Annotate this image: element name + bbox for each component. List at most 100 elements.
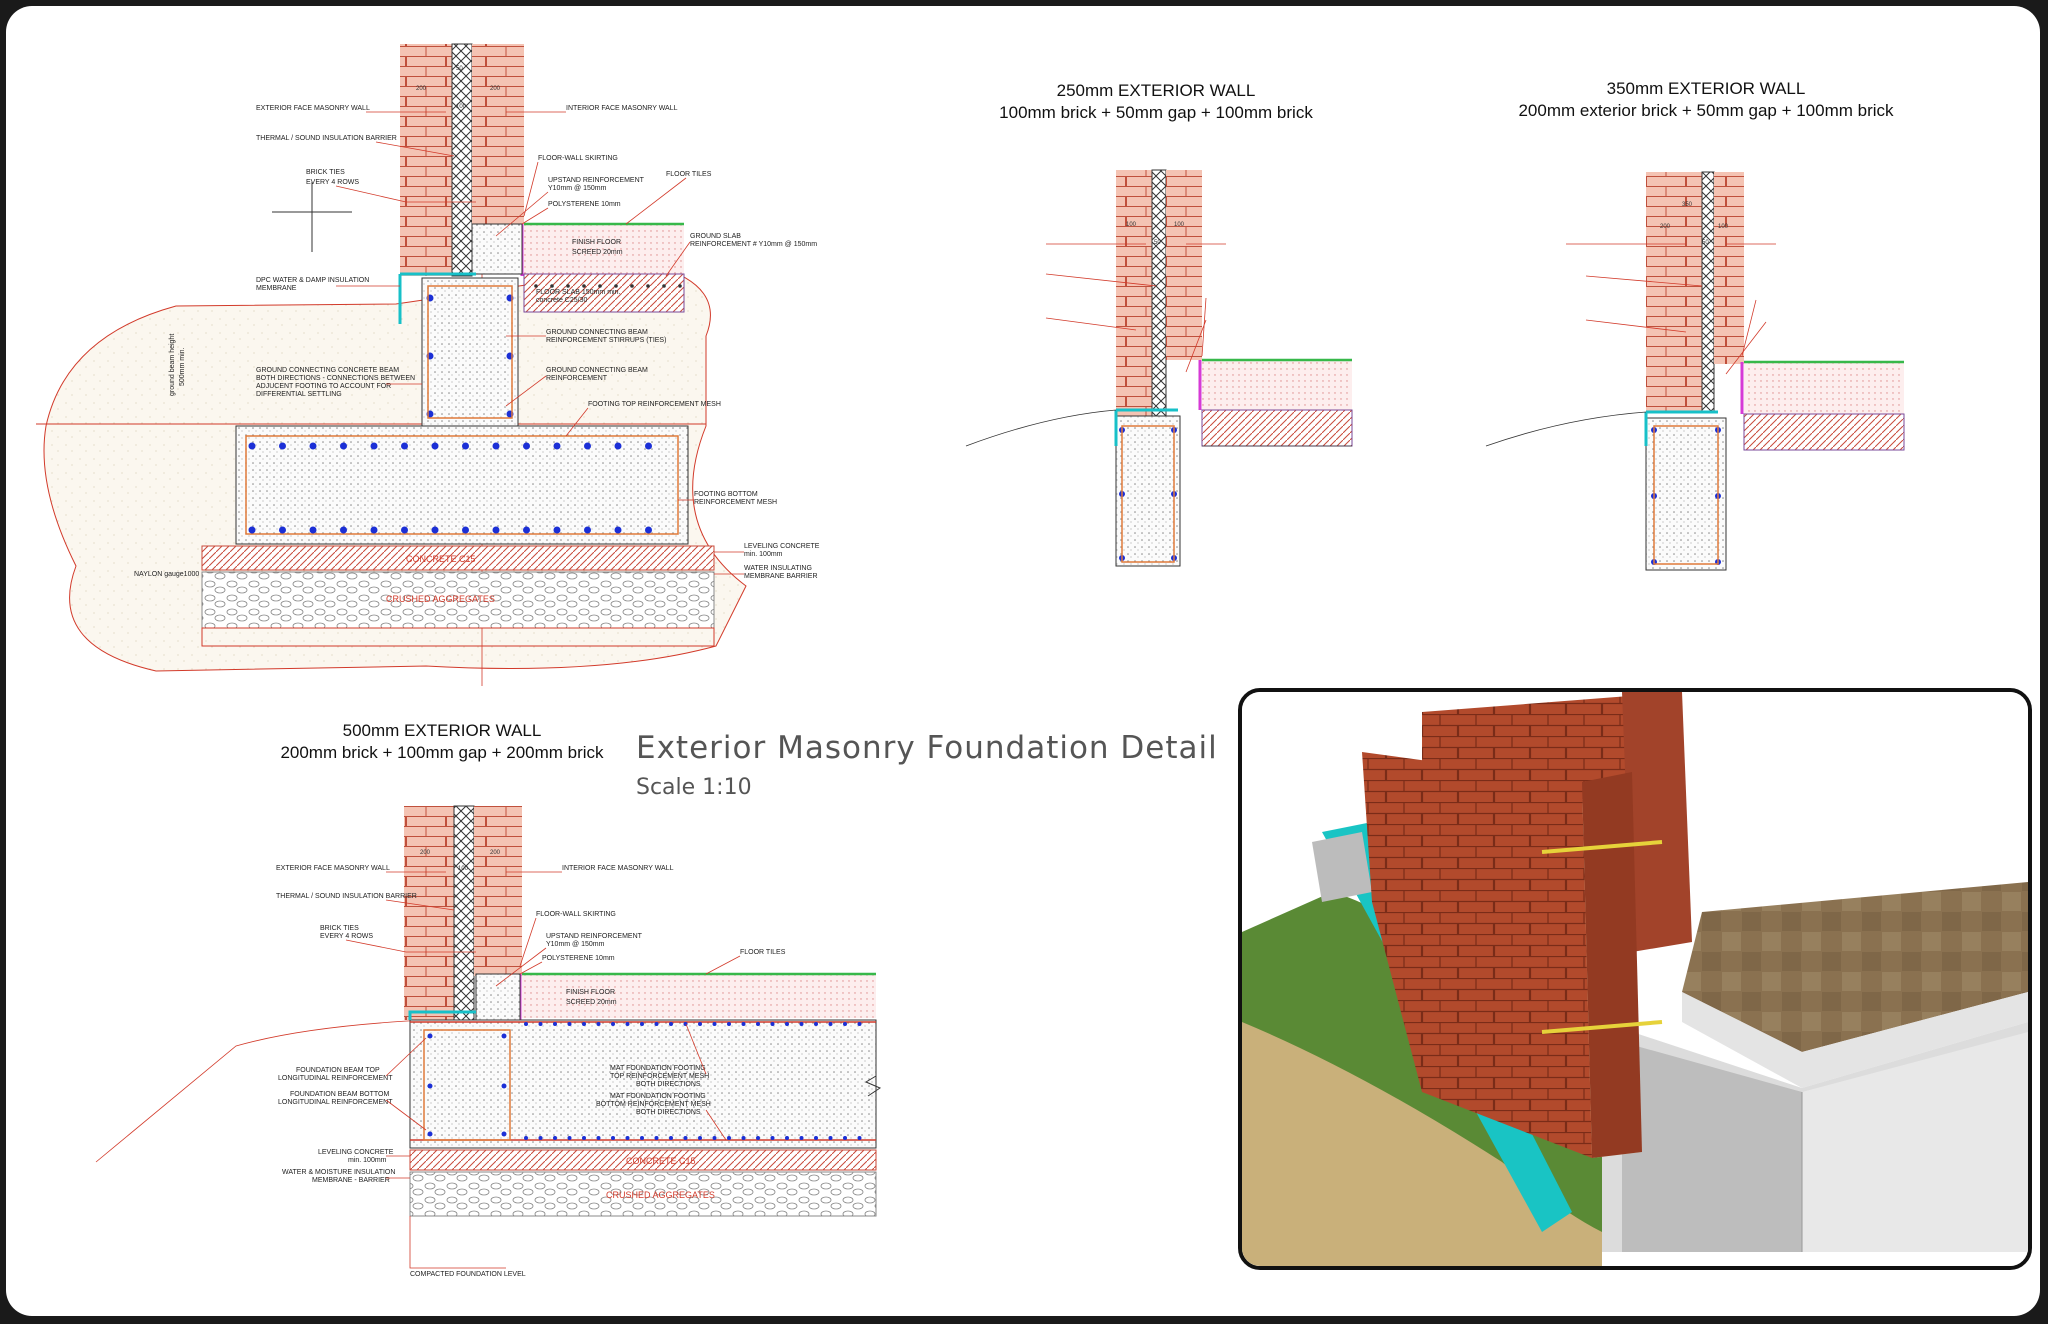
rebar-dot (370, 442, 378, 450)
svg-text:WATER INSULATING: WATER INSULATING (744, 565, 812, 572)
detail-250-title: 250mm EXTERIOR WALL (1057, 81, 1256, 100)
svg-text:FLOOR TILES: FLOOR TILES (666, 171, 712, 178)
svg-text:THERMAL / SOUND INSULATION BAR: THERMAL / SOUND INSULATION BARRIER (256, 135, 397, 142)
svg-text:BOTH DIRECTIONS - CONNECTIONS: BOTH DIRECTIONS - CONNECTIONS BETWEEN (256, 375, 415, 382)
stirrup (423, 1029, 511, 1141)
detail-350-subtitle: 200mm exterior brick + 50mm gap + 100mm … (1518, 101, 1894, 120)
detail-500-title: 500mm EXTERIOR WALL (343, 721, 542, 740)
rebar-dot (538, 1136, 543, 1140)
stirrup (1653, 425, 1719, 565)
rebar-dot (309, 526, 317, 534)
svg-text:EVERY 4 ROWS: EVERY 4 ROWS (320, 933, 373, 940)
svg-text:LEVELING CONCRETE: LEVELING CONCRETE (318, 1149, 394, 1156)
detail-250-subtitle: 100mm brick + 50mm gap + 100mm brick (999, 103, 1313, 122)
rebar-dot (698, 1136, 702, 1140)
svg-text:Y10mm @ 150mm: Y10mm @ 150mm (546, 941, 605, 948)
rebar-dot (654, 1136, 659, 1140)
rebar-dot (828, 1022, 833, 1026)
svg-text:50: 50 (1702, 240, 1709, 246)
svg-text:GROUND CONNECTING BEAM: GROUND CONNECTING BEAM (546, 367, 648, 374)
rebar-dot (611, 1022, 615, 1026)
rebar-dot (814, 1136, 818, 1140)
svg-text:200: 200 (420, 850, 431, 856)
rebar-dot (523, 442, 530, 450)
svg-text:50: 50 (1154, 240, 1161, 246)
stirrup (1121, 425, 1175, 563)
svg-text:EXTERIOR FACE MASONRY WALL: EXTERIOR FACE MASONRY WALL (276, 865, 390, 872)
rebar-dot (462, 442, 469, 450)
svg-text:MAT FOUNDATION FOOTING: MAT FOUNDATION FOOTING (610, 1065, 706, 1072)
rebar-dot (770, 1022, 775, 1026)
svg-text:SCREED 20mm: SCREED 20mm (572, 249, 623, 256)
rebar-dot (741, 1022, 746, 1026)
rebar-dot (340, 442, 347, 450)
svg-text:MAT FOUNDATION FOOTING: MAT FOUNDATION FOOTING (610, 1093, 706, 1100)
svg-text:BRICK TIES: BRICK TIES (306, 169, 345, 176)
dim-label: 100 (456, 104, 467, 110)
svg-text:MEMBRANE BARRIER: MEMBRANE BARRIER (744, 573, 818, 580)
rebar-dot (567, 1136, 572, 1140)
svg-text:INTERIOR FACE MASONRY WALL: INTERIOR FACE MASONRY WALL (566, 105, 678, 112)
rebar-dot (843, 1136, 847, 1140)
rebar-dot (727, 1136, 731, 1140)
rebar-dot (584, 442, 591, 450)
rebar-dot (799, 1136, 804, 1140)
rebar-dot (814, 1022, 818, 1026)
svg-text:concrete C25/30: concrete C25/30 (536, 297, 587, 304)
rebar-dot (279, 442, 286, 450)
rebar-dot (524, 1136, 528, 1140)
svg-text:MEMBRANE: MEMBRANE (256, 285, 297, 292)
rebar-dot (427, 1083, 433, 1089)
svg-text:BRICK TIES: BRICK TIES (320, 925, 359, 932)
sheet-title: Exterior Masonry Foundation Detail (636, 730, 1218, 766)
drawing-sheet: 200 50 200 100 200 CONCRETE C15 CRUSHED … (6, 6, 2040, 1316)
rebar-dot (645, 526, 652, 534)
detail-500-subtitle: 200mm brick + 100mm gap + 200mm brick (280, 743, 604, 762)
rebar-dot (712, 1136, 717, 1140)
svg-text:500mm min.: 500mm min. (179, 347, 186, 386)
rebar-dot (596, 1136, 601, 1140)
svg-text:FINISH FLOOR: FINISH FLOOR (566, 989, 615, 996)
svg-text:LONGITUDINAL REINFORCEMENT: LONGITUDINAL REINFORCEMENT (278, 1075, 393, 1082)
rebar-dot (625, 1136, 630, 1140)
rebar-dot (492, 526, 500, 534)
rebar-dot (553, 1022, 557, 1026)
rebar-dot (427, 1131, 433, 1137)
rebar-dot (462, 526, 469, 534)
render-soil (1242, 1022, 1602, 1266)
svg-text:INTERIOR FACE MASONRY WALL: INTERIOR FACE MASONRY WALL (562, 865, 674, 872)
svg-text:200: 200 (490, 850, 501, 856)
rebar-dot (553, 1136, 557, 1140)
svg-text:CONCRETE C15: CONCRETE C15 (626, 1156, 696, 1166)
svg-text:350: 350 (1682, 202, 1693, 208)
rebar-dot (857, 1136, 862, 1140)
dim-label: 200 (416, 86, 427, 92)
rebar-dot (582, 1136, 586, 1140)
rebar-dot (279, 526, 286, 534)
svg-text:GROUND SLAB: GROUND SLAB (690, 233, 741, 240)
rebar-dot (582, 1022, 586, 1026)
svg-text:REINFORCEMENT # Y10mm @ 150mm: REINFORCEMENT # Y10mm @ 150mm (690, 241, 817, 248)
dim-label: 200 (490, 86, 501, 92)
svg-text:GROUND CONNECTING BEAM: GROUND CONNECTING BEAM (546, 329, 648, 336)
svg-text:UPSTAND REINFORCEMENT: UPSTAND REINFORCEMENT (548, 177, 645, 184)
rebar-dot (431, 442, 439, 450)
leveling-concrete (201, 545, 715, 571)
svg-text:FOUNDATION BEAM TOP: FOUNDATION BEAM TOP (296, 1067, 380, 1074)
svg-text:CRUSHED AGGREGATES: CRUSHED AGGREGATES (606, 1190, 715, 1200)
svg-text:BOTH DIRECTIONS: BOTH DIRECTIONS (636, 1081, 701, 1088)
interior-brick-leaf (472, 44, 524, 224)
rebar-dot (712, 1022, 717, 1026)
rebar-dot (654, 1022, 659, 1026)
svg-text:100: 100 (458, 866, 469, 872)
sheet-scale: Scale 1:10 (636, 775, 752, 800)
annotation-labels: EXTERIOR FACE MASONRY WALL INTERIOR FACE… (134, 105, 820, 580)
svg-text:DPC WATER & DAMP INSULATION: DPC WATER & DAMP INSULATION (256, 277, 369, 284)
main-detail: 200 50 200 100 200 CONCRETE C15 CRUSHED … (36, 43, 820, 686)
render-floor-tiles (1682, 882, 2028, 1052)
rebar-dot (431, 526, 439, 534)
rebar-dot (427, 1033, 433, 1039)
svg-text:REINFORCEMENT: REINFORCEMENT (546, 375, 608, 382)
svg-text:ADJUCENT FOOTING TO ACCOUNT FO: ADJUCENT FOOTING TO ACCOUNT FOR (256, 383, 391, 390)
drawing-canvas: 200 50 200 100 200 CONCRETE C15 CRUSHED … (36, 43, 1905, 1278)
